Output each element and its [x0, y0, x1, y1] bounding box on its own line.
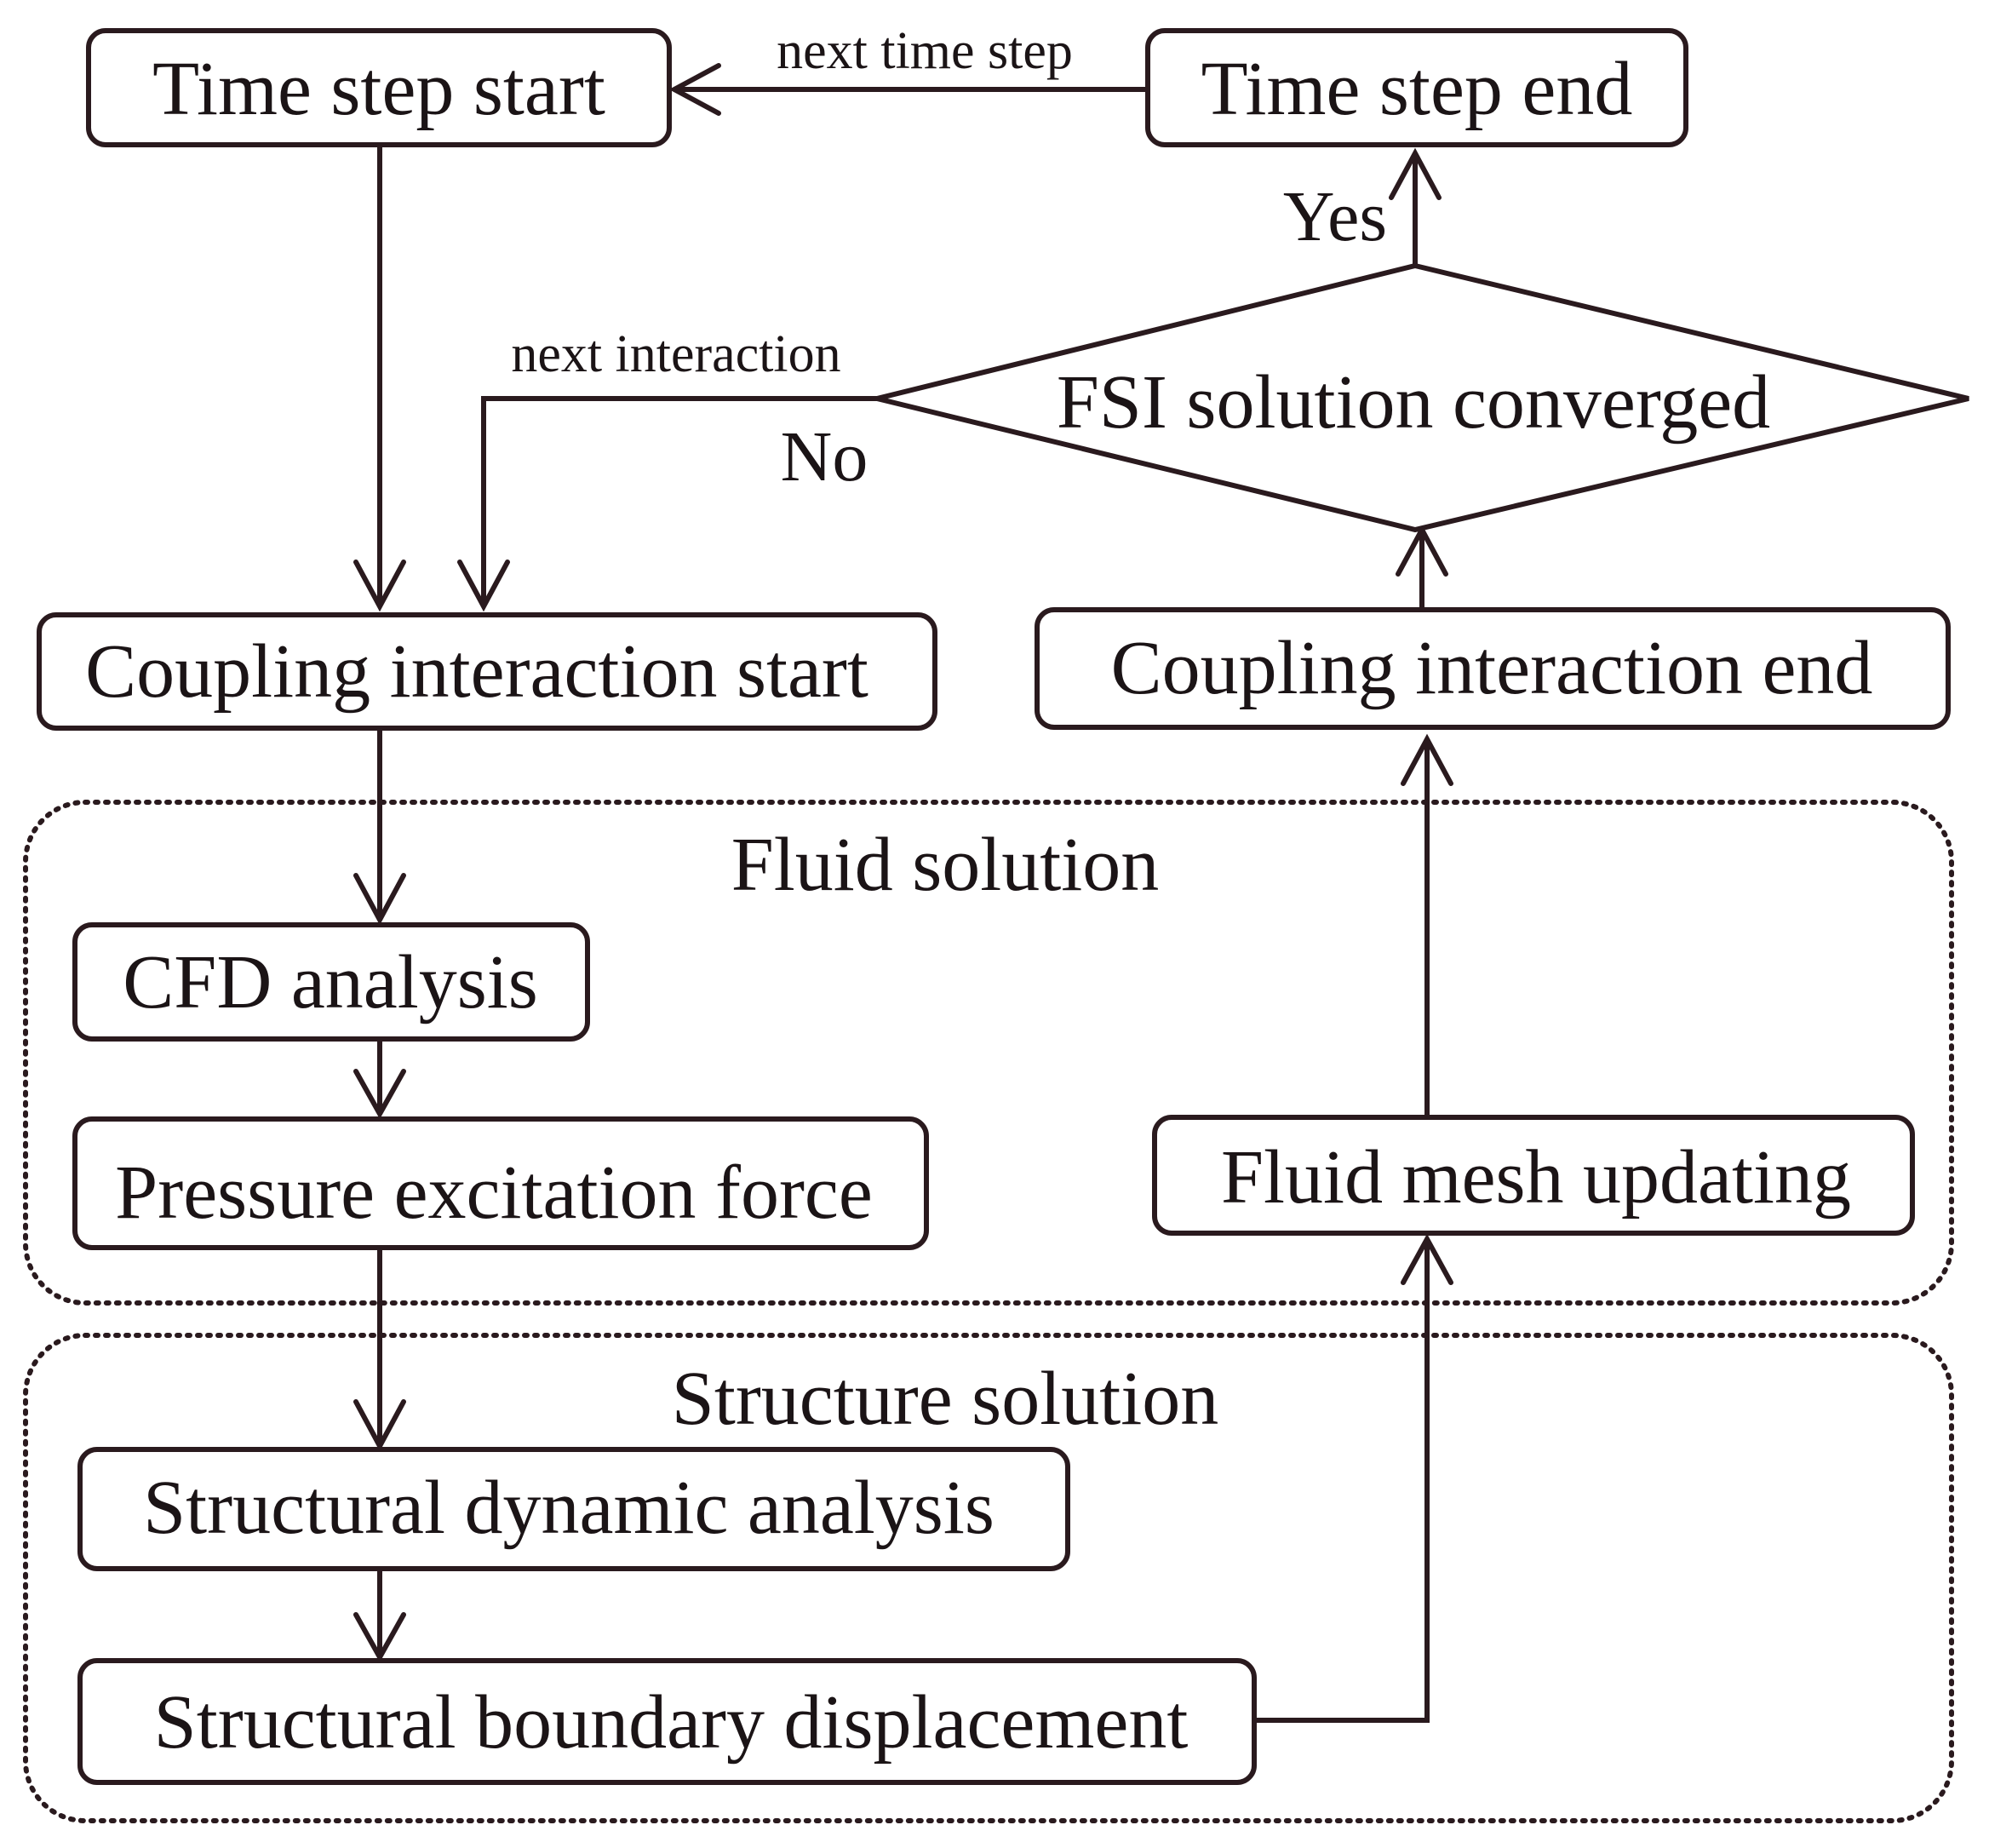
structure-solution-label: Structure solution [672, 1357, 1218, 1441]
node-fsi-decision [876, 262, 1969, 533]
arrowhead-coupling-end [1401, 733, 1453, 786]
arrowhead-time-step-start [668, 63, 721, 116]
node-cfd-analysis [72, 922, 590, 1042]
node-coupling-start [37, 612, 937, 731]
label-next-time-step: next time step [777, 22, 1073, 80]
node-coupling-start-label: Coupling interaction start [85, 629, 868, 714]
arrowhead-coupling-start-b [457, 560, 510, 612]
label-next-interaction: next interaction [511, 325, 840, 383]
node-fluid-mesh-updating [1152, 1115, 1915, 1236]
structure-solution-group [23, 1333, 1954, 1823]
label-no: No [781, 417, 868, 496]
node-fsi-decision-label: FSI solution converged [1057, 360, 1770, 445]
node-coupling-end-label: Coupling interaction end [1111, 626, 1873, 710]
node-coupling-end [1035, 607, 1951, 730]
node-time-step-end-label: Time step end [1201, 47, 1633, 131]
arrowhead-time-step-end [1389, 147, 1442, 200]
node-time-step-start-label: Time step start [152, 47, 605, 131]
label-yes: Yes [1283, 177, 1387, 256]
node-cfd-analysis-label: CFD analysis [123, 940, 538, 1024]
node-structural-boundary [77, 1658, 1257, 1785]
arrowhead-cfd [353, 873, 406, 926]
node-structural-boundary-label: Structural boundary displacement [154, 1680, 1189, 1765]
fluid-solution-label: Fluid solution [731, 823, 1160, 907]
node-time-step-end [1145, 28, 1688, 147]
edge-no-next-interaction [481, 396, 877, 606]
arrowhead-structural-dynamic [353, 1399, 406, 1452]
fluid-solution-group [23, 800, 1954, 1306]
edge-boundary-to-fluid-mesh [1254, 1239, 1430, 1723]
arrowhead-pressure [353, 1069, 406, 1120]
node-fluid-mesh-updating-label: Fluid mesh updating [1221, 1135, 1851, 1220]
node-structural-dynamic [77, 1447, 1070, 1571]
arrowhead-fluid-mesh [1401, 1233, 1453, 1285]
arrowhead-coupling-start-a [353, 560, 406, 612]
node-structural-dynamic-label: Structural dynamic analysis [143, 1466, 994, 1550]
arrowhead-boundary [353, 1612, 406, 1663]
node-pressure-force [72, 1116, 929, 1250]
node-pressure-force-label: Pressure excitation force [115, 1151, 873, 1235]
node-time-step-start [86, 28, 672, 147]
